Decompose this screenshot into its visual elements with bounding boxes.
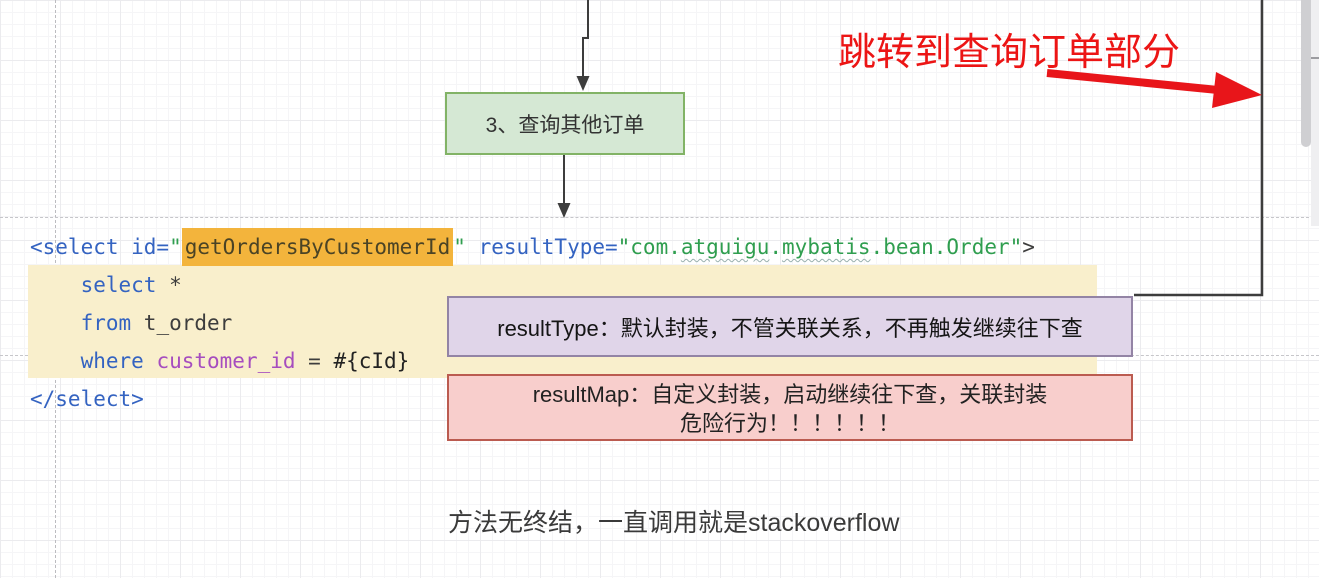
resulttype-note-box[interactable]: resultType：默认封装，不管关联关系，不再触发继续往下查: [447, 296, 1133, 357]
resultmap-note-box[interactable]: resultMap：自定义封装，启动继续往下查，关联封装 危险行为！！！！！！: [447, 374, 1133, 441]
page-boundary-horizontal-upper: [0, 217, 1319, 218]
scrollbar-notch: [1311, 57, 1319, 59]
scrollbar-track: [1311, 0, 1319, 226]
code-line: </select>: [30, 387, 144, 411]
step-box-label: 3、查询其他订单: [485, 113, 645, 137]
resultmap-note-line2: 危险行为！！！！！！: [679, 411, 900, 436]
code-block[interactable]: <select id="getOrdersByCustomerId" resul…: [30, 228, 1035, 418]
bottom-note-text[interactable]: 方法无终结，一直调用就是stackoverflow: [448, 509, 900, 537]
code-line: where customer_id = #{cId}: [80, 349, 410, 373]
code-line: from t_order: [80, 311, 233, 335]
resultmap-note-line1: resultMap：自定义封装，启动继续往下查，关联封装: [532, 382, 1048, 407]
jump-note-text[interactable]: 跳转到查询订单部分: [838, 32, 1181, 74]
code-line: <select id="getOrdersByCustomerId" resul…: [30, 228, 1035, 266]
resulttype-note-text: resultType：默认封装，不管关联关系，不再触发继续往下查: [497, 315, 1083, 341]
code-line: select *: [80, 273, 182, 297]
scrollbar-thumb[interactable]: [1301, 0, 1311, 147]
step-box-query-other-orders[interactable]: 3、查询其他订单: [445, 92, 685, 155]
